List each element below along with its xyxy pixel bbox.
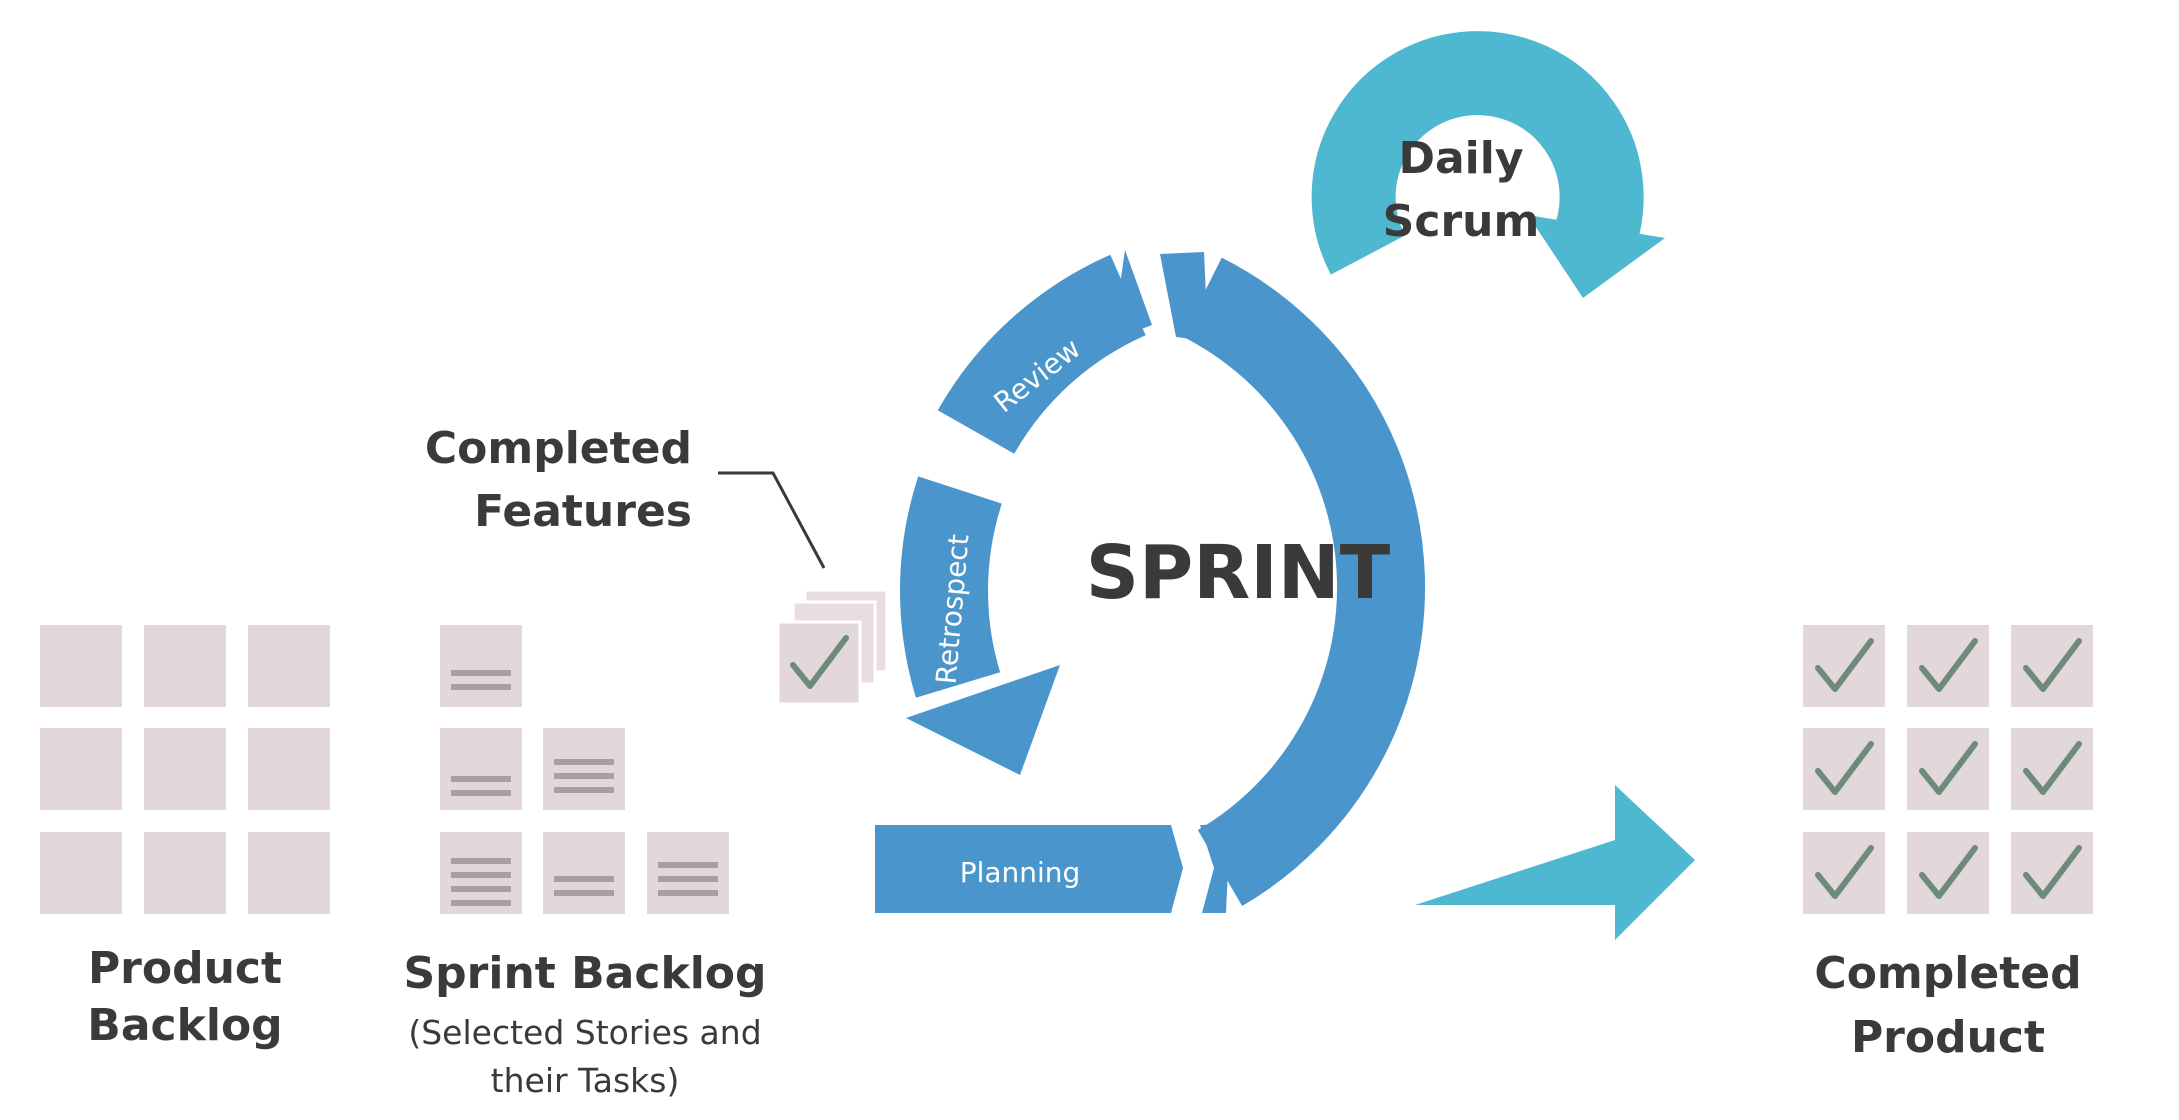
sprint-backlog-grid (440, 625, 729, 914)
implementation-arc (1181, 257, 1426, 906)
done-tile (1803, 728, 1885, 810)
completed-product-label-line2: Product (1851, 1012, 2045, 1063)
implementation-label: Implementation (1488, 396, 1567, 620)
retrospect-arrowhead (906, 665, 1060, 775)
task-lines-icon (451, 858, 511, 906)
done-tile (2011, 832, 2093, 914)
story-tile (543, 728, 625, 810)
sprint-cycle: Planning Review Retrospect Implementatio… (875, 250, 1567, 913)
task-lines-icon (554, 759, 614, 793)
sprint-backlog-subtitle-line2: their Tasks) (491, 1061, 680, 1100)
checkmark-icon (2023, 638, 2082, 692)
checkmark-icon (1815, 845, 1874, 899)
completed-product-grid (1803, 625, 2093, 914)
daily-scrum-label-line2: Scrum (1383, 196, 1540, 247)
planning-label: Planning (960, 856, 1081, 889)
checkmark-icon (1919, 638, 1978, 692)
feature-card-front (776, 620, 862, 706)
review-arc (937, 254, 1147, 455)
done-tile (2011, 728, 2093, 810)
review-arc-tip (1112, 250, 1152, 340)
backlog-tile (144, 728, 226, 810)
backlog-tile (248, 832, 330, 914)
checkmark-icon (2023, 845, 2082, 899)
done-tile (2011, 625, 2093, 707)
task-lines-icon (554, 876, 614, 896)
daily-scrum-arrowhead (1528, 215, 1665, 298)
sprint-backlog-title: Sprint Backlog (403, 948, 766, 999)
story-tile (440, 728, 522, 810)
checkmark-icon (1919, 845, 1978, 899)
task-lines-icon (451, 670, 511, 690)
done-tile (1907, 728, 1989, 810)
product-backlog-label-line2: Backlog (87, 1000, 282, 1051)
product-backlog-grid (40, 625, 330, 914)
story-tile (440, 625, 522, 707)
checkmark-icon (1815, 638, 1874, 692)
backlog-tile (40, 728, 122, 810)
product-backlog-label-line1: Product (88, 943, 282, 994)
done-tile (1907, 625, 1989, 707)
backlog-tile (40, 625, 122, 707)
done-tile (1907, 832, 1989, 914)
completed-product-label-line1: Completed (1814, 948, 2081, 999)
daily-scrum-loop: Daily Scrum (1311, 31, 1665, 298)
planning-bar (875, 825, 1183, 913)
implementation-arc-cap-bottom (1200, 824, 1230, 913)
story-tile (543, 832, 625, 914)
backlog-tile (144, 625, 226, 707)
checkmark-icon (1815, 741, 1874, 795)
retrospect-arc (900, 476, 1003, 698)
completed-features-label-line2: Features (474, 486, 692, 537)
backlog-tile (248, 625, 330, 707)
checkmark-icon (1919, 741, 1978, 795)
completed-features-label-line1: Completed (425, 423, 692, 474)
done-tile (1803, 832, 1885, 914)
implementation-arc-cap-top (1160, 252, 1208, 341)
output-flow-arrow (1415, 785, 1695, 940)
daily-scrum-label-line1: Daily (1398, 133, 1523, 184)
task-lines-icon (658, 862, 718, 896)
checkmark-icon (2023, 741, 2082, 795)
sprint-title: SPRINT (1086, 530, 1391, 616)
task-lines-icon (451, 776, 511, 796)
backlog-tile (40, 832, 122, 914)
done-tile (1803, 625, 1885, 707)
callout-line (718, 471, 826, 569)
completed-features-group: Completed Features (425, 423, 889, 706)
daily-scrum-arc (1311, 31, 1644, 275)
sprint-backlog-subtitle-line1: (Selected Stories and (408, 1013, 761, 1052)
story-tile (647, 832, 729, 914)
backlog-tile (248, 728, 330, 810)
backlog-tile (144, 832, 226, 914)
checkmark-icon (790, 635, 849, 689)
